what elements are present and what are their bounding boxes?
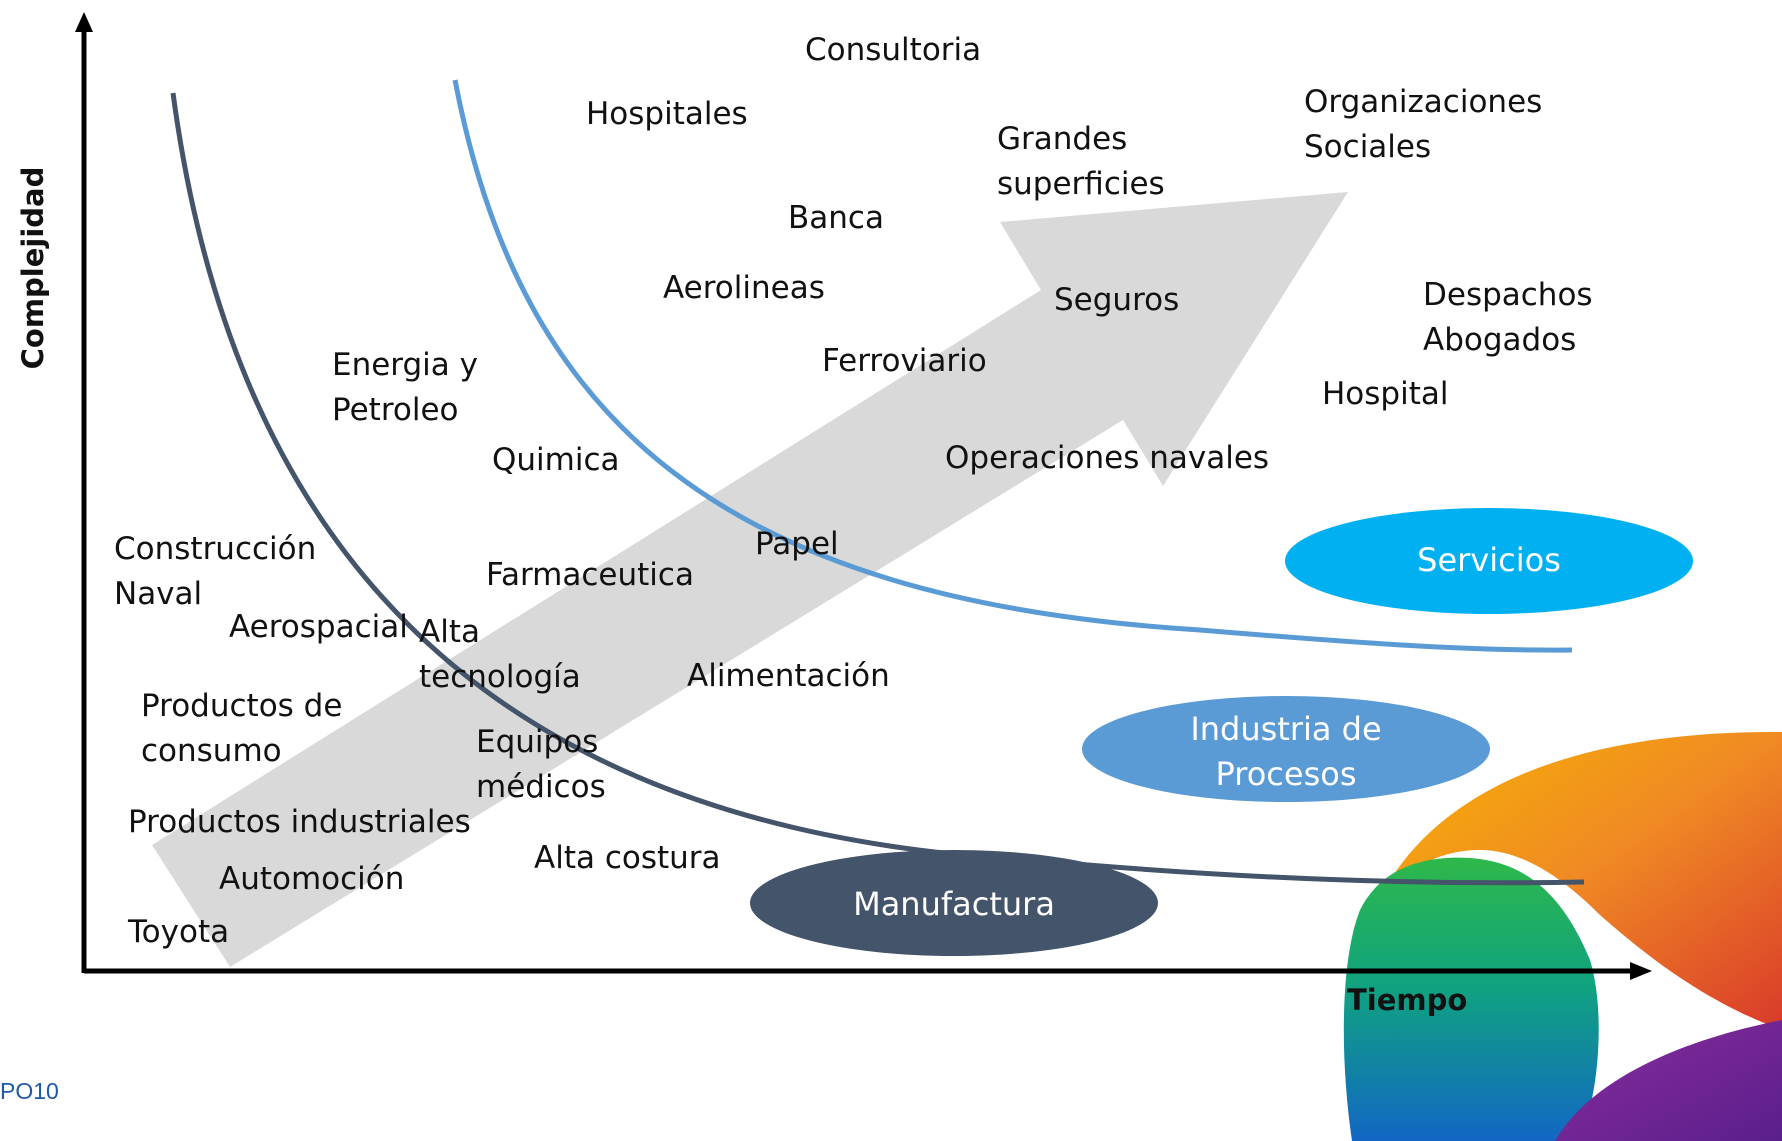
label-line: Naval [114, 576, 203, 612]
label-energia-petroleo: Energia y Petroleo [332, 343, 478, 433]
label-line: Aerospacial [229, 609, 408, 645]
label-line: Banca [788, 200, 884, 236]
slide-footer: PO10 [0, 1078, 59, 1104]
label-farmaceutica: Farmaceutica [486, 553, 694, 598]
label-productos-industriales: Productos industriales [128, 800, 471, 845]
label-organizaciones-sociales: Organizaciones Sociales [1304, 80, 1542, 170]
label-line: Alta costura [534, 840, 721, 876]
label-line: Grandes [997, 121, 1128, 157]
label-line: Operaciones navales [945, 440, 1270, 476]
label-construccion-naval: Construcción Naval [114, 527, 316, 617]
label-line: Ferroviario [822, 343, 987, 379]
label-line: superficies [997, 166, 1165, 202]
label-seguros: Seguros [1054, 278, 1179, 323]
label-ferroviario: Ferroviario [822, 339, 987, 384]
axes [75, 12, 1652, 980]
label-line: Organizaciones [1304, 84, 1543, 120]
label-alimentacion: Alimentación [687, 654, 890, 699]
manufactura-curve [170, 92, 1585, 886]
servicios-ellipse [1285, 508, 1693, 614]
label-aerospacial: Aerospacial [229, 605, 408, 650]
label-toyota: Toyota [128, 910, 229, 955]
label-line: Alta [419, 614, 480, 650]
label-line: Alimentación [687, 658, 890, 694]
label-quimica: Quimica [492, 438, 620, 483]
label-hospitales: Hospitales [586, 92, 748, 137]
label-line: Farmaceutica [486, 557, 694, 593]
label-line: Productos de [141, 688, 343, 724]
label-line: Hospitales [586, 96, 748, 132]
label-alta-tecnologia: Alta tecnología [419, 610, 581, 700]
label-line: Aerolineas [663, 270, 825, 306]
label-despachos-abogados: Despachos Abogados [1423, 273, 1593, 363]
servicios-curve [452, 79, 1573, 653]
label-line: Toyota [128, 914, 230, 950]
label-line: Petroleo [332, 392, 459, 428]
category-line: Procesos [1215, 755, 1357, 793]
category-line: Manufactura [853, 885, 1055, 923]
label-papel: Papel [755, 522, 839, 567]
growth-arrow [152, 192, 1348, 967]
label-productos-consumo: Productos de consumo [141, 684, 342, 774]
label-line: Energia y [332, 347, 478, 383]
label-line: tecnología [419, 659, 581, 695]
label-alta-costura: Alta costura [534, 836, 721, 881]
category-servicios: Servicios [1289, 538, 1689, 583]
label-hospital: Hospital [1322, 372, 1448, 417]
x-axis-label: Tiempo [1347, 983, 1468, 1017]
label-grandes-superficies: Grandes superficies [997, 117, 1165, 207]
label-line: Automoción [219, 861, 405, 897]
label-line: consumo [141, 733, 282, 769]
label-equipos-medicos: Equipos médicos [476, 720, 606, 810]
label-banca: Banca [788, 196, 884, 241]
label-line: Consultoria [805, 32, 982, 68]
label-line: Productos industriales [128, 804, 471, 840]
label-line: Despachos [1423, 277, 1593, 313]
label-line: médicos [476, 769, 606, 805]
label-automocion: Automoción [219, 857, 404, 902]
manufactura-ellipse [750, 850, 1158, 956]
label-consultoria: Consultoria [805, 28, 981, 73]
label-line: Quimica [492, 442, 620, 478]
label-line: Seguros [1054, 282, 1180, 318]
category-procesos: Industria de Procesos [1086, 707, 1486, 797]
category-line: Industria de [1190, 710, 1382, 748]
label-line: Sociales [1304, 129, 1432, 165]
label-operaciones-navales: Operaciones navales [945, 436, 1269, 481]
label-line: Hospital [1322, 376, 1449, 412]
label-line: Abogados [1423, 322, 1577, 358]
label-aerolineas: Aerolineas [663, 266, 825, 311]
y-axis-label: Complejidad [16, 166, 50, 370]
label-line: Construcción [114, 531, 317, 567]
category-manufactura: Manufactura [754, 882, 1154, 927]
category-line: Servicios [1417, 541, 1561, 579]
label-line: Papel [755, 526, 839, 562]
label-line: Equipos [476, 724, 599, 760]
procesos-ellipse [1082, 696, 1490, 802]
